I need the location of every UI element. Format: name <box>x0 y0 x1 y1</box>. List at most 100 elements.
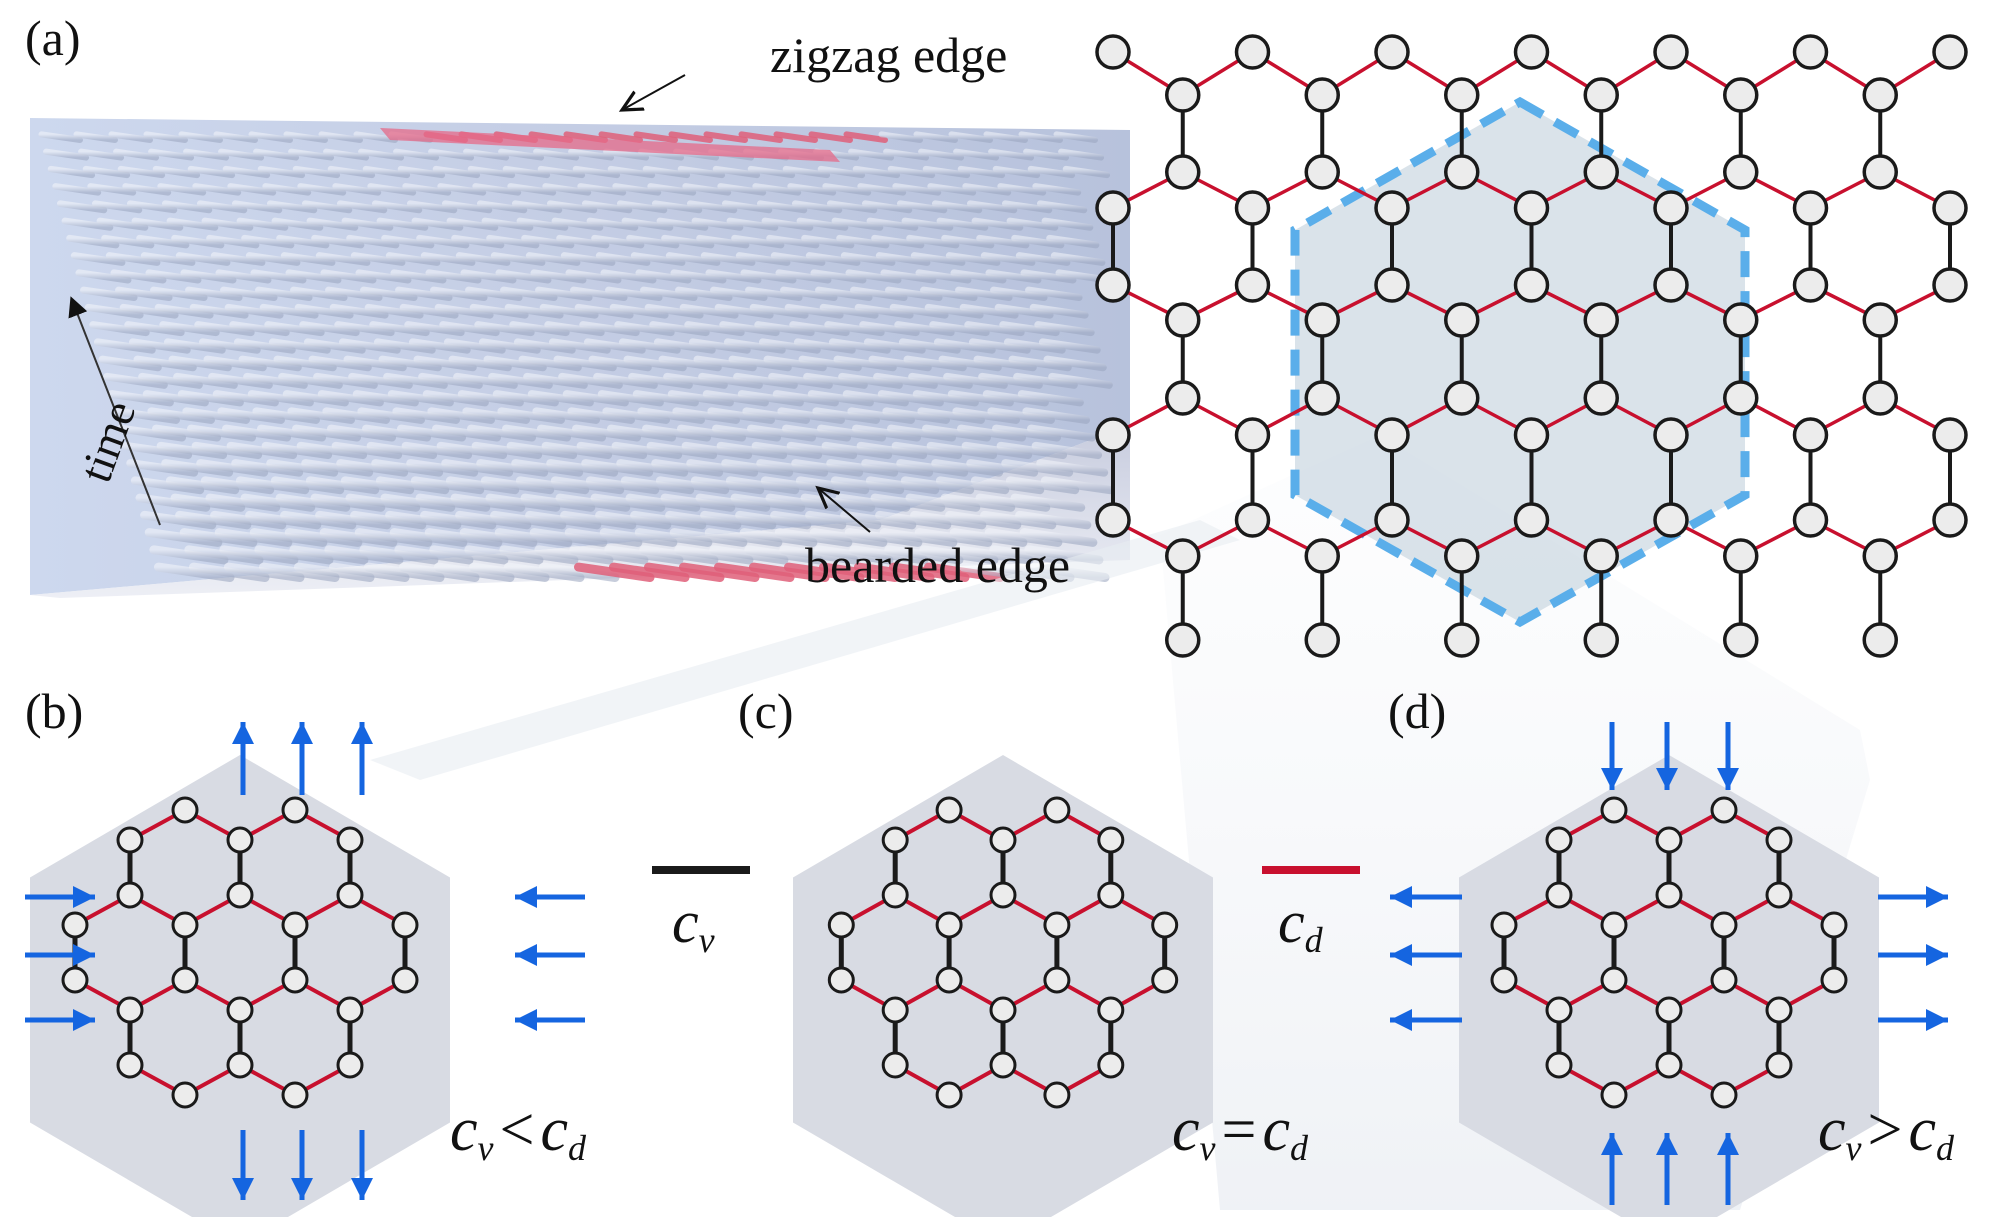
rod <box>819 303 879 319</box>
rod <box>478 338 541 354</box>
rod <box>178 131 223 143</box>
rod <box>287 407 355 424</box>
rod <box>546 200 598 214</box>
lattice-site <box>1151 911 1179 939</box>
rod <box>791 200 843 214</box>
rod <box>443 338 506 354</box>
rod <box>817 165 866 179</box>
rod <box>371 459 444 477</box>
rod <box>1027 424 1097 442</box>
rod <box>289 545 369 565</box>
lattice-site <box>1490 911 1518 939</box>
rod <box>436 441 508 460</box>
rod <box>779 545 859 565</box>
rod <box>430 286 488 302</box>
lattice-site <box>1862 154 1898 190</box>
rod <box>653 338 716 354</box>
rod <box>852 424 922 442</box>
rod <box>516 217 569 231</box>
lattice-site <box>61 966 89 994</box>
lattice-site <box>1583 154 1619 190</box>
lattice-site <box>935 911 963 939</box>
rod <box>798 355 862 372</box>
rod <box>520 493 596 512</box>
rod <box>245 252 301 266</box>
rod <box>257 165 306 179</box>
rod <box>735 252 791 266</box>
rod <box>364 562 445 582</box>
lattice-site <box>1234 417 1271 453</box>
rod <box>308 355 372 372</box>
lattice-site <box>1862 77 1898 113</box>
lattice-site <box>1655 881 1683 909</box>
lattice-site <box>1862 622 1898 658</box>
rod <box>835 493 911 512</box>
time-axis-arrow <box>68 296 161 526</box>
zigzag-edge-pointer <box>622 74 686 110</box>
rod <box>770 510 847 530</box>
lattice-site <box>1513 190 1550 226</box>
rod <box>297 183 347 196</box>
rod <box>509 321 570 337</box>
lattice-site <box>935 966 963 994</box>
rod <box>576 441 648 460</box>
rod <box>1015 510 1092 530</box>
rod <box>420 252 476 266</box>
rod <box>896 200 948 214</box>
lattice-site <box>1165 380 1201 416</box>
panel-b-label: (b) <box>25 683 83 739</box>
rod <box>672 407 740 424</box>
lattice-site <box>1095 502 1131 538</box>
rod <box>145 269 202 284</box>
bearded-edge-pointer <box>818 488 871 533</box>
rod <box>632 390 699 407</box>
lattice-site <box>1304 622 1340 658</box>
rod <box>165 476 240 495</box>
rod <box>401 441 473 460</box>
rod <box>710 286 768 302</box>
rod <box>747 165 796 179</box>
rod <box>231 200 283 214</box>
rod <box>826 200 878 214</box>
rod <box>296 441 368 460</box>
lattice-site <box>1792 34 1829 70</box>
rod <box>564 528 643 547</box>
rod <box>948 131 993 143</box>
rod <box>80 286 138 302</box>
rod <box>775 269 832 284</box>
rod <box>122 183 172 196</box>
zigzag-edge-highlight <box>380 128 840 162</box>
rod <box>91 200 143 214</box>
lattice-site <box>1653 502 1689 538</box>
rod <box>138 372 203 389</box>
rod <box>213 131 258 143</box>
rod <box>565 269 622 284</box>
rod <box>945 252 1001 266</box>
rod <box>486 234 540 249</box>
zigzag-edge-label: zigzag edge <box>770 27 1007 83</box>
rod <box>966 459 1039 477</box>
rod <box>630 252 686 266</box>
rod <box>150 286 208 302</box>
rod <box>962 183 1012 196</box>
highlighted-rod <box>574 562 655 582</box>
rod <box>686 459 759 477</box>
rod <box>618 338 681 354</box>
lattice-site <box>1374 417 1410 453</box>
rod <box>875 252 931 266</box>
unit-cell-dashed-hexagon <box>1290 96 1750 628</box>
rod <box>432 424 502 442</box>
rod <box>887 165 936 179</box>
panel-b-strain-arrows <box>25 722 585 1200</box>
lattice-site <box>1444 538 1480 574</box>
rod <box>669 528 748 547</box>
rod <box>887 424 957 442</box>
lattice-site <box>226 996 254 1024</box>
lattice-site <box>1765 996 1793 1024</box>
highlighted-rod <box>714 562 795 582</box>
rod <box>439 321 500 337</box>
rod <box>684 321 745 337</box>
rod <box>506 441 578 460</box>
rod <box>273 355 337 372</box>
rod <box>144 528 223 547</box>
